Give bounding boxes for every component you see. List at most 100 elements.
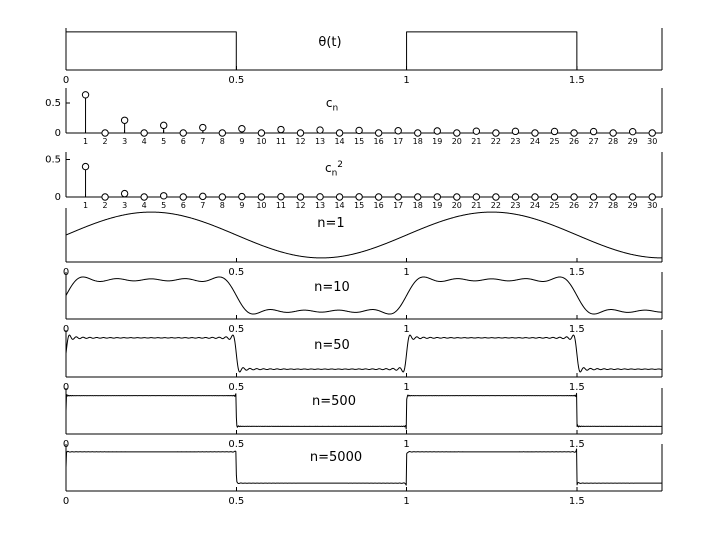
cn-stem-marker [472,127,481,135]
n50-xtick-label: 1.5 [569,382,585,393]
cn2-stem-marker [453,193,461,201]
n50-xtick-label: 1 [403,382,409,393]
cn2-xtick-label: 13 [315,201,325,210]
n5000-axes [65,444,663,492]
cn-xtick-label: 22 [491,137,501,146]
cn2-stem-marker [120,189,129,198]
cn2-stem-marker [531,193,539,201]
cn-stem-marker [179,129,187,137]
n50-axes [65,330,663,378]
cn2-stem-marker [277,193,285,201]
cn-stem-marker [199,123,207,132]
cn2-stem-marker [394,193,402,201]
cn-stem-marker [335,129,344,137]
n1-xtick-label: 0.5 [228,267,244,278]
cn2-stem-marker [140,193,148,201]
plot-title-theta: θ(t) [318,35,342,50]
subplot-n500: 00.511.5 [63,388,663,450]
theta-xtick-label: 1 [403,75,409,86]
cn-stem-marker [511,127,520,136]
cn2-stem-marker [570,193,578,201]
cn-stem-marker [160,121,168,130]
cn-xtick-label: 20 [452,137,462,146]
n5000-xtick-label: 0 [63,496,69,507]
cn-xtick-label: 5 [161,137,166,146]
cn2-axes [65,152,663,198]
n10-xtick-label: 1 [403,324,409,335]
cn2-stem-marker [628,193,637,201]
cn2-xtick-label: 23 [510,201,520,210]
cn2-xtick-label: 17 [393,201,403,210]
cn-xtick-label: 11 [276,137,286,146]
n500-xtick-label: 0.5 [228,439,244,450]
cn2-xtick-label: 18 [413,201,423,210]
n10-xtick-label: 0 [63,324,69,335]
n500-axes [65,388,663,435]
cn-stem-marker [355,126,363,135]
n1-axes [65,208,663,263]
cn-xtick-label: 25 [549,137,559,146]
cn2-xtick-label: 3 [122,201,127,210]
cn-stems [81,91,656,137]
cn2-xtick-label: 26 [569,201,579,210]
cn2-stem-marker [609,193,617,201]
cn-ytick-label: 0 [55,128,61,139]
n1-xtick-label: 1.5 [569,267,585,278]
cn2-xtick-label: 20 [452,201,462,210]
cn-xtick-label: 14 [334,137,344,146]
cn2-stem-marker [238,192,246,201]
cn2-stem-marker [316,193,324,201]
cn2-xtick-label: 5 [161,201,166,210]
cn-stem-marker [628,127,637,136]
cn2-stems [81,162,656,201]
cn-stem-marker [609,129,617,137]
cn2-xtick-label: 30 [647,201,657,210]
cn2-stem-marker [550,193,559,201]
cn2-stem-marker [355,193,363,201]
plot-title-n10: n=10 [314,280,350,295]
n50-xtick-label: 0.5 [228,382,244,393]
cn2-xtick-label: 2 [103,201,108,210]
n10-xtick-label: 1.5 [569,324,585,335]
cn2-label-sup: 2 [337,160,344,170]
cn2-xtick-label: 15 [354,201,364,210]
n5000-waveform [65,448,662,486]
cn-xtick-label: 29 [628,137,638,146]
cn2-stem-marker [414,193,422,201]
cn2-xtick-label: 25 [549,201,559,210]
cn-stem-marker [277,125,285,134]
cn-xtick-label: 30 [647,137,657,146]
cn-xtick-label: 1 [83,137,88,146]
n500-tick-labels: 00.511.5 [63,439,585,450]
cn2-stem-marker [218,193,227,201]
cn2-stem-marker [589,193,598,201]
cn-stem-marker [414,129,422,137]
cn2-xtick-label: 29 [628,201,638,210]
cn2-xtick-label: 4 [142,201,147,210]
cn2-label-base: c [324,161,332,175]
cn-xtick-label: 19 [432,137,442,146]
cn-xtick-label: 26 [569,137,579,146]
cn-xtick-label: 28 [608,137,618,146]
cn2-xtick-label: 14 [334,201,344,210]
theta-axes [65,28,663,71]
cn2-stem-marker [199,192,207,201]
cn2-xtick-label: 7 [200,201,205,210]
n5000-xtick-label: 0.5 [228,496,244,507]
cn2-xtick-label: 12 [295,201,305,210]
cn-stem-marker [648,129,656,137]
cn2-ytick-label: 0 [55,192,61,203]
cn-stem-marker [492,129,500,137]
cn2-stem-marker [179,193,187,201]
cn-xtick-label: 7 [200,137,205,146]
cn2-stem-marker [335,193,344,201]
cn2-xtick-label: 28 [608,201,618,210]
